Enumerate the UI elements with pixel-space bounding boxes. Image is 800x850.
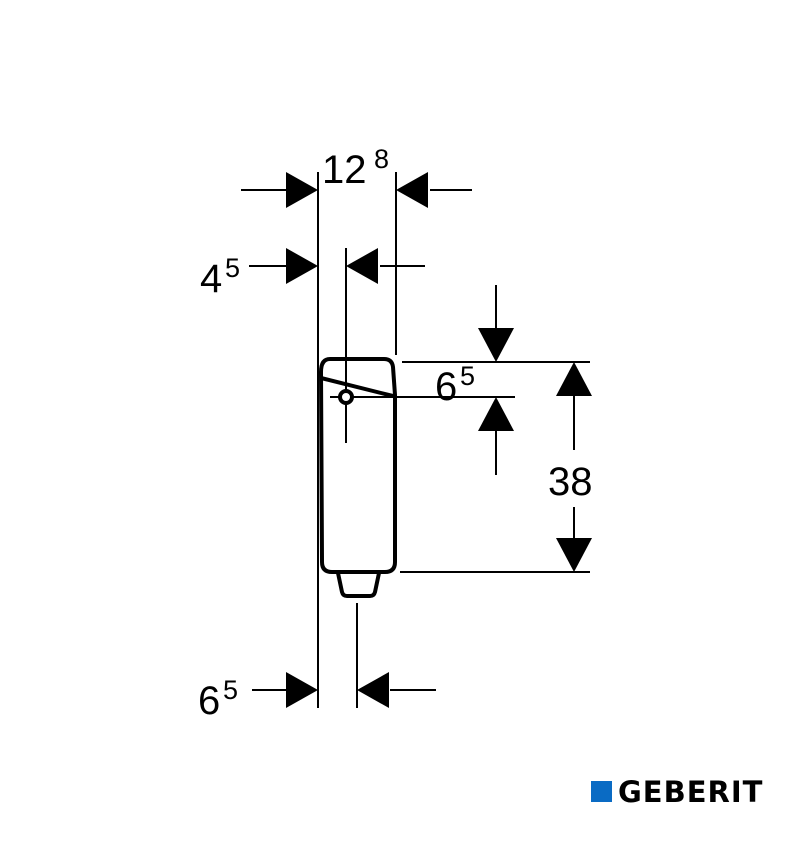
dimension-arrows xyxy=(286,172,592,708)
arrow-left-icon xyxy=(346,248,378,284)
dim-height-value: 38 xyxy=(548,460,593,504)
cistern-body xyxy=(318,357,397,598)
arrow-right-icon xyxy=(286,172,318,208)
arrow-left-icon xyxy=(396,172,428,208)
geberit-logo: GEBERIT xyxy=(618,775,763,809)
inlet-circle-icon xyxy=(338,389,354,405)
dim-outlet-value: 6 xyxy=(198,679,220,723)
dim-depth-sup: 8 xyxy=(374,144,389,174)
arrow-up-icon xyxy=(556,362,592,396)
arrow-down-icon xyxy=(478,328,514,362)
arrow-right-icon xyxy=(286,248,318,284)
dim-inlet-value: 6 xyxy=(435,365,457,409)
dim-outlet-sup: 5 xyxy=(223,675,238,705)
arrow-left-icon xyxy=(357,672,389,708)
dim-depth-value: 12 xyxy=(322,148,367,192)
arrow-down-icon xyxy=(556,538,592,572)
arrow-up-icon xyxy=(478,397,514,431)
logo-square-icon xyxy=(591,781,612,802)
dim-axis-sup: 5 xyxy=(225,253,240,283)
arrow-right-icon xyxy=(286,672,318,708)
dim-axis-value: 4 xyxy=(200,257,222,301)
dim-inlet-sup: 5 xyxy=(460,361,475,391)
